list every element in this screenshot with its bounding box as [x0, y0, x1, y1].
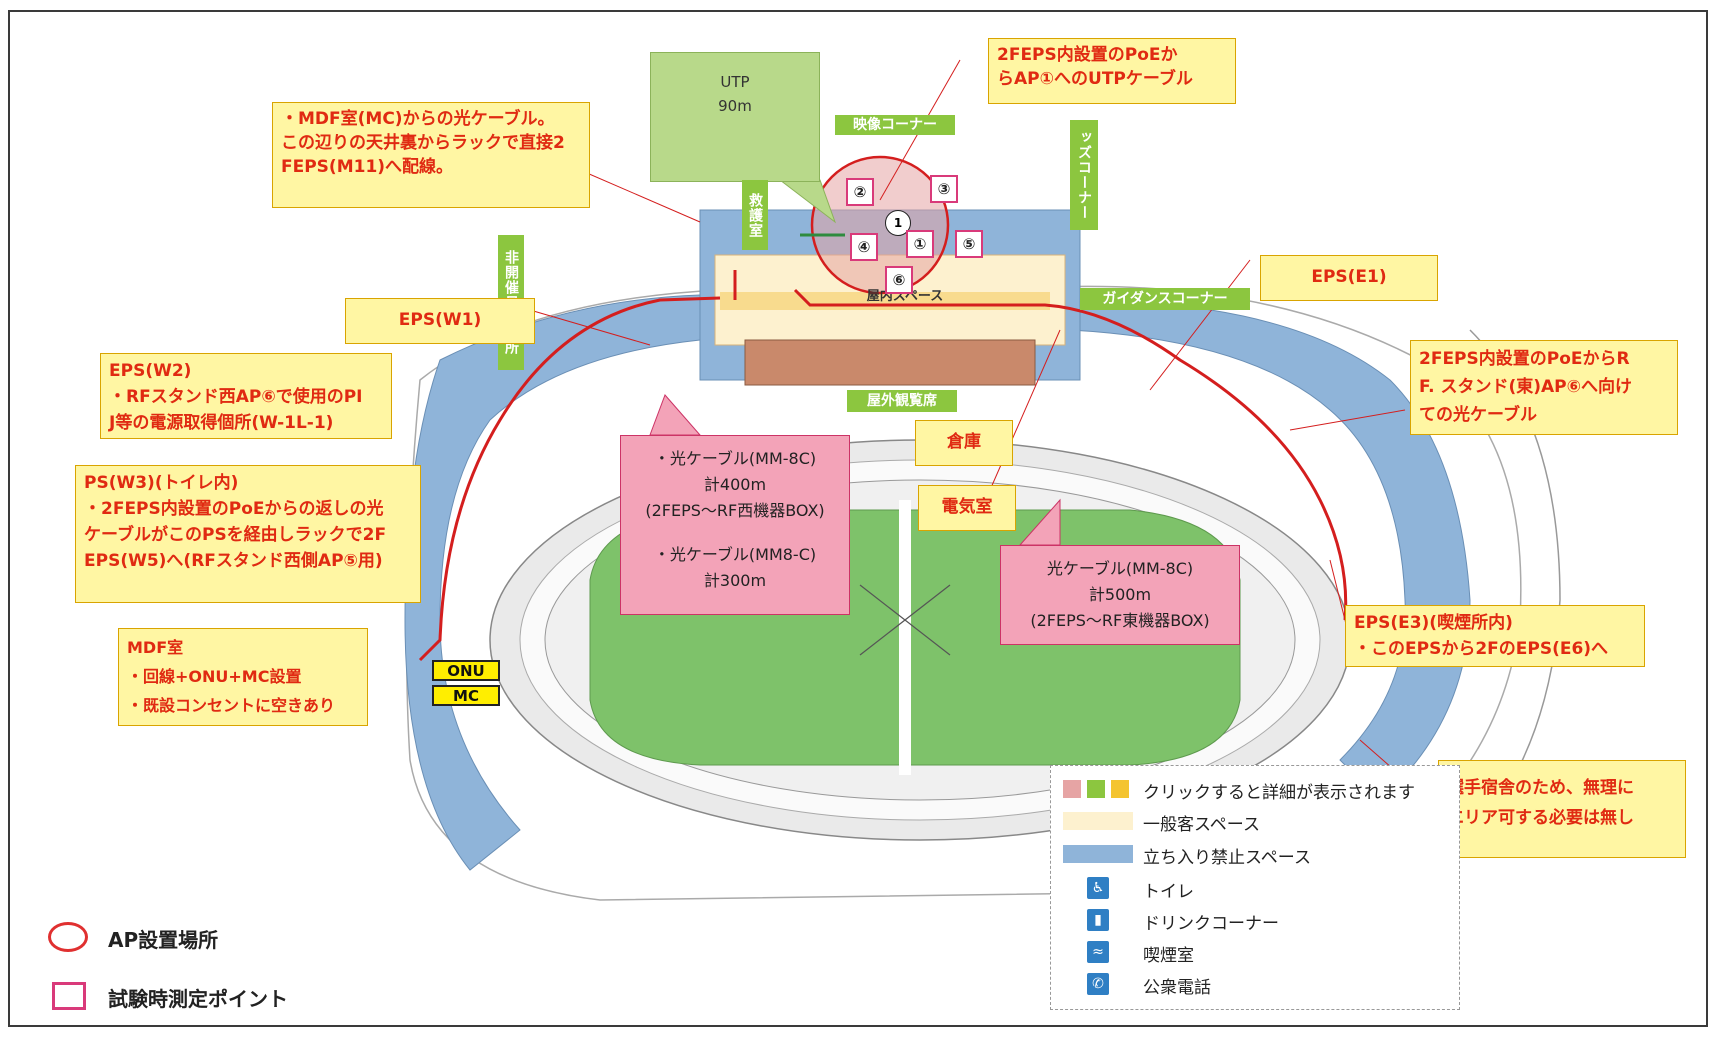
legend-swatch-restricted	[1063, 845, 1133, 863]
callout-mdf-cable[interactable]: ・MDF室(MC)からの光ケーブル。 この辺りの天井裏からラックで直接2 FEP…	[272, 102, 590, 208]
toilet-icon: ♿	[1087, 877, 1109, 899]
legend-swatch-pink	[1063, 780, 1081, 798]
callout-senshu[interactable]: 選手宿舎のため、無理に エリア可する必要は無し	[1438, 760, 1686, 858]
west-cable-2b: 計300m	[703, 571, 767, 590]
legend-toilet-text: トイレ	[1143, 882, 1194, 902]
measure-point-1[interactable]: ①	[906, 230, 934, 258]
legend-smoking-text: 喫煙室	[1143, 946, 1194, 966]
measure-point-5[interactable]: ⑤	[955, 230, 983, 258]
map-legend: クリックすると詳細が表示されます 一般客スペース 立ち入り禁止スペース ♿ トイ…	[1050, 765, 1460, 1010]
phone-icon: ✆	[1087, 973, 1109, 995]
measure-point-4[interactable]: ④	[850, 233, 878, 261]
callout-poe-rf-east[interactable]: 2FEPS内設置のPoEからR F. スタンド(東)AP⑥へ向け ての光ケーブル	[1410, 340, 1678, 435]
mc-box[interactable]: MC	[432, 685, 500, 706]
measure-point-label: 試験時測定ポイント	[108, 987, 288, 1011]
utp-length: 90m	[718, 97, 752, 115]
legend-row-toilet: ♿ トイレ	[1051, 875, 1461, 903]
east-cable-bubble: 光ケーブル(MM-8C) 計500m (2FEPS～RF東機器BOX)	[1000, 545, 1240, 645]
callout-soko[interactable]: 倉庫	[915, 420, 1013, 466]
legend-row-phone: ✆ 公衆電話	[1051, 971, 1461, 999]
utp-label: UTP	[720, 73, 750, 91]
measure-point-3[interactable]: ③	[930, 175, 958, 203]
legend-row-smoking: ≈ 喫煙室	[1051, 939, 1461, 967]
leader-8	[529, 309, 651, 346]
smoking-icon: ≈	[1087, 941, 1109, 963]
west-cable-1c: (2FEPS～RF西機器BOX)	[645, 501, 825, 520]
onu-box[interactable]: ONU	[432, 660, 500, 681]
legend-row-drink: ▮ ドリンクコーナー	[1051, 907, 1461, 935]
area-guidance-corner[interactable]: ガイダンスコーナー	[1080, 288, 1250, 310]
legend-phone-text: 公衆電話	[1143, 978, 1211, 998]
east-cable-a: 光ケーブル(MM-8C)	[1046, 559, 1194, 578]
west-cable-1b: 計400m	[703, 475, 767, 494]
ap-center-marker[interactable]: 1	[885, 210, 911, 236]
legend-row-general: 一般客スペース	[1051, 808, 1461, 836]
leader-3	[1149, 259, 1251, 391]
east-cable-c: (2FEPS～RF東機器BOX)	[1030, 611, 1210, 630]
west-cable-1a: ・光ケーブル(MM-8C)	[653, 449, 817, 468]
west-bubble-tail	[649, 394, 702, 436]
callout-denkishitsu[interactable]: 電気室	[918, 485, 1016, 531]
cable-route-east	[793, 288, 1348, 621]
callout-eps-w2[interactable]: EPS(W2) ・RFスタンド西AP⑥で使用のPI J等の電源取得個所(W-1L…	[100, 353, 392, 439]
measure-point-2[interactable]: ②	[846, 178, 874, 206]
leader-1	[579, 169, 701, 223]
east-cable-b: 計500m	[1088, 585, 1152, 604]
west-cable-2a: ・光ケーブル(MM8-C)	[653, 545, 817, 564]
callout-eps-e1[interactable]: EPS(E1)	[1260, 255, 1438, 301]
utp-bubble	[650, 52, 820, 182]
callout-eps-w1[interactable]: EPS(W1)	[345, 298, 535, 344]
area-guzu-corner[interactable]: ッズコーナー	[1070, 120, 1098, 230]
callout-utp[interactable]: 2FEPS内設置のPoEか らAP①へのUTPケーブル	[988, 38, 1236, 104]
legend-swatch-green	[1087, 780, 1105, 798]
ap-install-area	[810, 155, 950, 295]
leader-4	[1289, 409, 1406, 431]
area-kyugo-room[interactable]: 救護室	[742, 180, 768, 250]
ap-location-label: AP設置場所	[108, 928, 219, 952]
infield-x2	[859, 584, 951, 656]
legend-restricted-text: 立ち入り禁止スペース	[1143, 848, 1311, 868]
legend-row-restricted: 立ち入り禁止スペース	[1051, 841, 1461, 869]
legend-swatch-yellow	[1111, 780, 1129, 798]
callout-eps-e3[interactable]: EPS(E3)(喫煙所内) ・このEPSから2FのEPS(E6)へ	[1345, 605, 1645, 667]
callout-ps-w3[interactable]: PS(W3)(トイレ内) ・2FEPS内設置のPoEからの返しの光 ケーブルがこ…	[75, 465, 421, 603]
drink-icon: ▮	[1087, 909, 1109, 931]
west-cable-bubble: ・光ケーブル(MM-8C) 計400m (2FEPS～RF西機器BOX) ・光ケ…	[620, 435, 850, 615]
measure-point-symbol	[52, 982, 86, 1010]
callout-mdf-room[interactable]: MDF室 ・回線+ONU+MC設置 ・既設コンセントに空きあり	[118, 628, 368, 726]
seating-brown	[744, 339, 1036, 386]
measure-point-6[interactable]: ⑥	[885, 266, 913, 294]
map-frame	[8, 10, 1708, 1027]
legend-row-click: クリックすると詳細が表示されます	[1051, 776, 1461, 804]
area-okugai-seats[interactable]: 屋外観覧席	[847, 390, 957, 412]
legend-drink-text: ドリンクコーナー	[1143, 914, 1279, 934]
ap-location-symbol	[48, 922, 88, 952]
legend-general-text: 一般客スペース	[1143, 815, 1260, 835]
cable-route-west	[418, 270, 737, 662]
legend-swatch-general	[1063, 812, 1133, 830]
legend-click-text: クリックすると詳細が表示されます	[1143, 783, 1415, 803]
area-eizo-corner[interactable]: 映像コーナー	[835, 115, 955, 135]
